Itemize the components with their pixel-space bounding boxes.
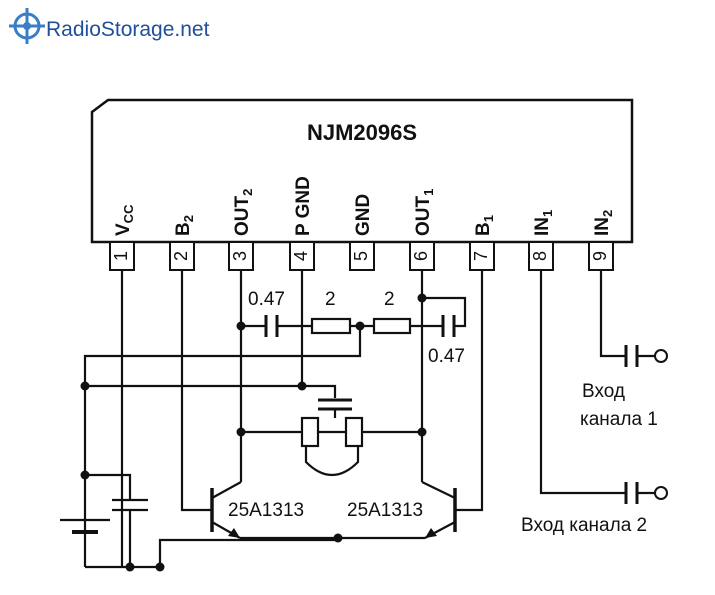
transistor-left [210, 481, 242, 539]
pin-number: 3 [230, 251, 250, 261]
transistor-right [421, 481, 457, 539]
capacitor-left-value: 0.47 [248, 289, 285, 310]
speaker-icon [300, 416, 364, 476]
pin-number: 8 [530, 251, 550, 261]
pin-label-main: P GND [293, 176, 314, 236]
pin-label: OUT2 [232, 189, 255, 236]
pin-5: 5 GND [349, 194, 375, 271]
capacitor-left [264, 315, 279, 337]
pin-label-main: OUT [413, 196, 434, 237]
pin-label: P GND [293, 176, 314, 236]
pin-number: 5 [351, 251, 371, 261]
input-channel2-jack-icon [624, 482, 668, 504]
pin-label: B1 [473, 215, 496, 236]
pin-label-main: B [173, 222, 194, 236]
pin-label: IN1 [532, 210, 555, 236]
pin-label: GND [353, 194, 374, 236]
pin-label-sub: 1 [540, 210, 555, 217]
pin-label: IN2 [592, 210, 615, 236]
pin-7: 7 B1 [469, 215, 496, 271]
resistor-right [372, 317, 412, 335]
pin-label-sub: 1 [481, 215, 496, 222]
pin-label-main: GND [353, 194, 374, 236]
watermark-text: RadioStorage.net [46, 18, 210, 41]
transistor-right-label: 25A1313 [347, 500, 423, 521]
junction-dots [80, 293, 427, 572]
pin-label-main: OUT [232, 196, 253, 237]
input-channel1-label-line1: Вход [582, 381, 625, 402]
pin-3: 3 OUT2 [228, 189, 255, 271]
pin-label: VCC [113, 204, 136, 236]
pin-number: 6 [411, 251, 431, 261]
pin-label-sub: CC [121, 204, 136, 223]
pin-label-main: IN [532, 217, 553, 236]
pin-label: OUT1 [413, 189, 436, 236]
pin-label-main: IN [592, 217, 613, 236]
watermark: RadioStorage.net [9, 8, 210, 44]
input-channel1-label-line2: канала 1 [580, 409, 658, 430]
pin-number: 4 [291, 251, 311, 261]
transistor-left-label: 25A1313 [228, 500, 304, 521]
components: 0.47 2 2 0.47 [210, 289, 668, 540]
chip-body [90, 98, 634, 244]
pin-number: 1 [111, 251, 131, 261]
capacitor-pgnd [318, 398, 352, 418]
resistor-left-value: 2 [325, 289, 336, 310]
capacitor-right [441, 315, 456, 337]
input-channel1-jack-icon [624, 345, 668, 367]
resistor-left [310, 317, 352, 335]
wiring [60, 270, 625, 569]
pin-6: 6 OUT1 [409, 189, 436, 271]
pin-label-sub: 2 [181, 215, 196, 222]
pin-label-main: B [473, 222, 494, 236]
pin-4: 4 P GND [289, 176, 315, 271]
capacitor-right-value: 0.47 [428, 346, 465, 367]
pin-label-sub: 1 [421, 189, 436, 196]
radiostorage-logo-icon [9, 8, 45, 44]
pin-number: 7 [471, 251, 491, 261]
resistor-right-value: 2 [384, 289, 395, 310]
pin-number: 9 [590, 251, 610, 261]
pin-label-main: V [113, 223, 134, 236]
pin-label-sub: 2 [600, 210, 615, 217]
pin-label: B2 [173, 215, 196, 236]
pin-8: 8 IN1 [528, 210, 555, 271]
pin-label-sub: 2 [240, 189, 255, 196]
chip-title: NJM2096S [307, 120, 417, 145]
pin-2: 2B2 [169, 215, 196, 271]
pin-number: 2 [171, 251, 191, 261]
input-channel2-label: Вход канала 2 [521, 515, 647, 536]
